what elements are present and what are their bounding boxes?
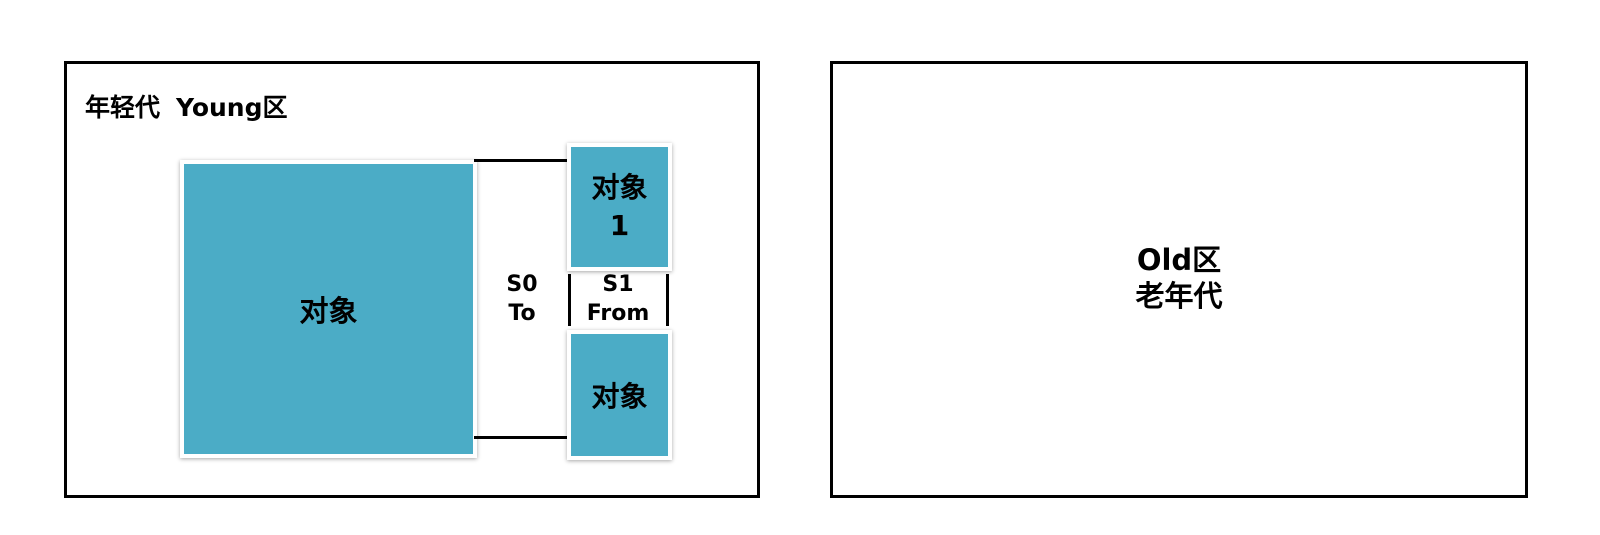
eden-object-label: 对象 — [299, 294, 358, 328]
s1-label: S1 From — [570, 270, 666, 328]
s1-object-1-box: 对象 1 — [567, 143, 672, 271]
young-generation-title: 年轻代 Young区 — [85, 88, 288, 124]
s1-name: S1 — [602, 272, 634, 297]
s0-name: S0 — [506, 272, 538, 297]
old-generation-label: Old区 老年代 — [833, 242, 1525, 314]
s1-object-2-box: 对象 — [567, 330, 672, 460]
eden-object-box: 对象 — [180, 160, 477, 458]
s1-role: From — [586, 301, 650, 326]
s1-right-border — [666, 274, 669, 326]
old-title-en: Old区 — [1136, 243, 1222, 277]
s1-object-1-line2: 1 — [609, 209, 630, 242]
s0-top-border — [474, 159, 570, 162]
s0-role: To — [508, 301, 536, 326]
young-generation-panel: 年轻代 Young区 对象 S0 To 对象 1 S1 From 对象 — [64, 61, 760, 498]
s1-object-2-label: 对象 — [591, 380, 648, 413]
old-generation-panel: Old区 老年代 — [830, 61, 1528, 498]
s1-object-1-line1: 对象 — [591, 171, 648, 204]
old-title-cn: 老年代 — [1135, 279, 1223, 313]
s0-bottom-border — [474, 436, 570, 439]
s0-label: S0 To — [487, 270, 557, 328]
young-title-cn: 年轻代 — [85, 93, 161, 122]
young-title-en: Young区 — [176, 93, 288, 122]
s1-left-border — [568, 274, 571, 326]
